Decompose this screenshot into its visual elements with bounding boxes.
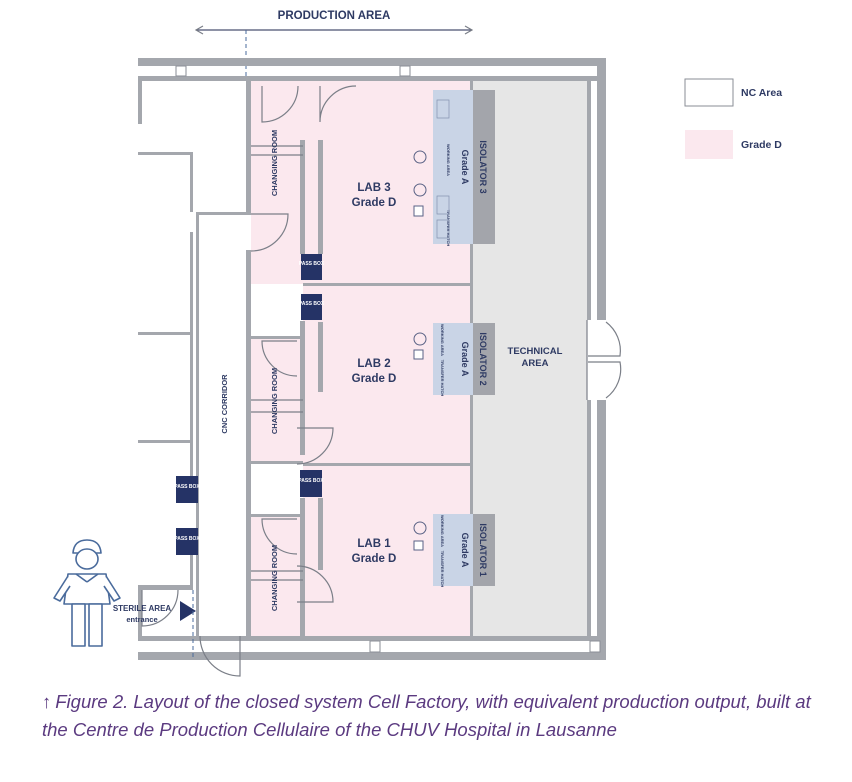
lab-2-label: LAB 2	[357, 358, 390, 370]
legend-nc-label: NC Area	[741, 87, 782, 99]
pass-box-corridor-lower: PASS BOX	[174, 528, 200, 555]
svg-text:TRANSFER HATCH: TRANSFER HATCH	[446, 210, 451, 247]
entrance-arrow-icon	[180, 601, 196, 621]
svg-text:ISOLATOR 1: ISOLATOR 1	[478, 523, 488, 576]
svg-text:ISOLATOR 3: ISOLATOR 3	[478, 140, 488, 193]
lab-1-label: LAB 1	[357, 538, 391, 550]
changing-room-1-area	[251, 514, 303, 636]
lab-3-grade: Grade D	[352, 197, 397, 209]
technical-area-label-2: AREA	[522, 358, 549, 369]
changing-room-2-label: CHANGING ROOM	[270, 368, 279, 434]
legend-nc-swatch	[684, 78, 734, 107]
entrance-label: entrance	[126, 615, 157, 624]
isolator-2: ISOLATOR 2 Grade A WORKING AREA TRANSFER…	[433, 323, 495, 396]
svg-text:Grade A: Grade A	[460, 342, 470, 377]
svg-text:PASS BOX: PASS BOX	[299, 301, 325, 307]
svg-text:WORKING AREA: WORKING AREA	[440, 324, 445, 356]
svg-text:Grade A: Grade A	[460, 533, 470, 568]
svg-text:WORKING AREA: WORKING AREA	[440, 515, 445, 547]
sterile-area-label: STERILE AREA	[113, 604, 172, 613]
pass-box-corridor-upper: PASS BOX	[174, 476, 200, 503]
lab-3-label: LAB 3	[357, 182, 390, 194]
caption-arrow-icon: ↑	[42, 691, 52, 712]
legend-grade-d-swatch	[685, 130, 733, 159]
svg-text:PASS BOX: PASS BOX	[298, 478, 324, 484]
isolator-3: ISOLATOR 3 Grade A WORKING AREA TRANSFER…	[433, 90, 495, 246]
lab-2-grade: Grade D	[352, 373, 397, 385]
changing-room-1-label: CHANGING ROOM	[270, 545, 279, 611]
svg-text:PASS BOX: PASS BOX	[174, 484, 200, 490]
svg-text:Grade A: Grade A	[460, 150, 470, 185]
svg-text:TRANSFER HATCH: TRANSFER HATCH	[440, 360, 445, 397]
pass-box-lab3-upper: PASS BOX	[299, 254, 325, 280]
legend-grade-d-label: Grade D	[741, 139, 782, 151]
svg-text:ISOLATOR 2: ISOLATOR 2	[478, 332, 488, 385]
technical-area-label-1: TECHNICAL	[508, 346, 563, 357]
svg-text:PASS BOX: PASS BOX	[299, 261, 325, 267]
svg-text:TRANSFER HATCH: TRANSFER HATCH	[440, 551, 445, 588]
changing-room-3-label: CHANGING ROOM	[270, 130, 279, 196]
lab-1-grade: Grade D	[352, 553, 397, 565]
cnc-corridor-label: CNC CORRIDOR	[220, 374, 229, 434]
stool-icon	[413, 150, 427, 535]
floor-plan: PRODUCTION AREA	[53, 10, 782, 677]
equipment-icon	[413, 205, 424, 551]
caption-text: Figure 2. Layout of the closed system Ce…	[42, 691, 811, 740]
svg-text:WORKING AREA: WORKING AREA	[446, 144, 451, 176]
person-icon	[53, 539, 121, 647]
svg-text:PASS BOX: PASS BOX	[174, 536, 200, 542]
pass-box-lab1: PASS BOX	[298, 470, 324, 497]
production-area-label: PRODUCTION AREA	[278, 10, 391, 22]
figure-caption: ↑Figure 2. Layout of the closed system C…	[42, 688, 822, 744]
pass-box-lab3-lower: PASS BOX	[299, 294, 325, 320]
isolator-1: ISOLATOR 1 Grade A WORKING AREA TRANSFER…	[433, 514, 495, 587]
